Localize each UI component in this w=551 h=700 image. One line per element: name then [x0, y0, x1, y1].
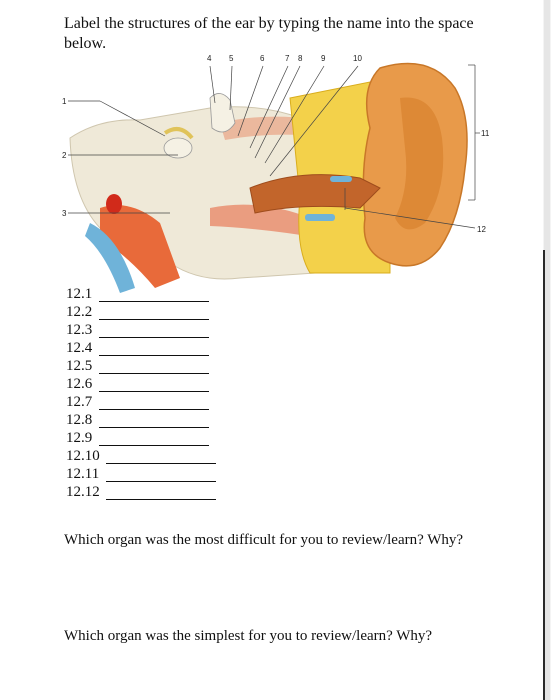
figure-label-8: 8 [298, 54, 303, 63]
figure-label-7: 7 [285, 54, 290, 63]
answer-number: 12.1 [66, 286, 93, 302]
answer-blank[interactable] [99, 355, 209, 356]
figure-label-4: 4 [207, 54, 212, 63]
answer-row: 12.12 [66, 484, 216, 502]
figure-label-1: 1 [62, 97, 67, 106]
ear-anatomy-figure: 1 2 3 4 5 6 7 8 9 10 11 12 [60, 48, 500, 298]
ear-model-illustration: 1 2 3 4 5 6 7 8 9 10 11 12 [62, 54, 490, 293]
answer-number: 12.2 [66, 304, 93, 320]
answer-number: 12.7 [66, 394, 93, 410]
answer-row: 12.3 [66, 322, 209, 340]
answer-number: 12.12 [66, 484, 100, 500]
answer-number: 12.8 [66, 412, 93, 428]
instruction-text: Label the structures of the ear by typin… [64, 15, 474, 52]
answer-blank[interactable] [106, 463, 216, 464]
vertical-scrollbar[interactable] [543, 0, 551, 700]
answer-number: 12.6 [66, 376, 93, 392]
answer-row: 12.1 [66, 286, 209, 304]
scrollbar-thumb[interactable] [544, 0, 550, 700]
answer-blank[interactable] [99, 319, 209, 320]
figure-label-11: 11 [481, 129, 490, 138]
answer-row: 12.4 [66, 340, 209, 358]
answer-number: 12.3 [66, 322, 93, 338]
answer-row: 12.7 [66, 394, 209, 412]
figure-label-3: 3 [62, 209, 67, 218]
scrollbar-edge-line [543, 250, 545, 700]
answer-number: 12.10 [66, 448, 100, 464]
answer-blank[interactable] [106, 499, 216, 500]
answer-row: 12.6 [66, 376, 209, 394]
answer-row: 12.9 [66, 430, 209, 448]
figure-label-10: 10 [353, 54, 362, 63]
answer-row: 12.5 [66, 358, 209, 376]
figure-label-9: 9 [321, 54, 326, 63]
answer-row: 12.10 [66, 448, 216, 466]
answer-blank[interactable] [99, 337, 209, 338]
figure-label-6: 6 [260, 54, 265, 63]
figure-label-5: 5 [229, 54, 234, 63]
figure-label-12: 12 [477, 225, 486, 234]
answer-row: 12.11 [66, 466, 216, 484]
answer-blank[interactable] [99, 391, 209, 392]
question-most-difficult: Which organ was the most difficult for y… [64, 532, 464, 548]
answer-blank[interactable] [99, 301, 209, 302]
answer-blank[interactable] [99, 409, 209, 410]
figure-label-2: 2 [62, 151, 67, 160]
answer-row: 12.8 [66, 412, 209, 430]
answer-number: 12.4 [66, 340, 93, 356]
answer-blank[interactable] [99, 445, 209, 446]
answer-number: 12.5 [66, 358, 93, 374]
answer-number: 12.9 [66, 430, 93, 446]
answer-number: 12.11 [66, 466, 100, 482]
answer-blank[interactable] [99, 373, 209, 374]
answer-row: 12.2 [66, 304, 209, 322]
question-simplest: Which organ was the simplest for you to … [64, 628, 433, 644]
answer-blank[interactable] [106, 481, 216, 482]
answer-blank[interactable] [99, 427, 209, 428]
